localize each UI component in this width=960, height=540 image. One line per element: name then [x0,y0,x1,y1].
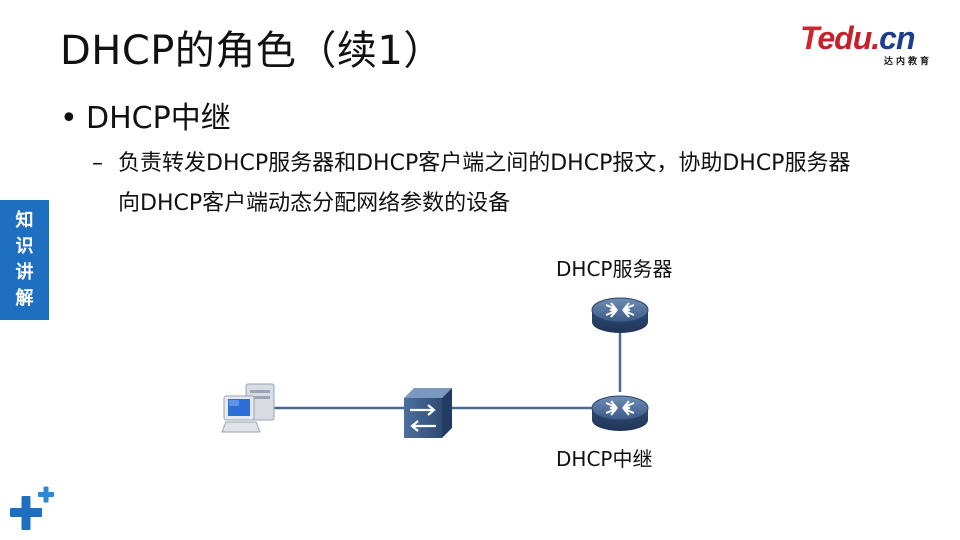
bullet-item: •DHCP中继 [60,93,231,137]
bullet-text: DHCP中继 [86,101,231,136]
slide-title: DHCP的角色（续1） [60,28,444,74]
dhcp-server-label: DHCP服务器 [556,257,673,281]
knowledge-side-tab: 知 识 讲 解 [0,200,49,320]
side-tab-char: 知 [15,210,34,231]
router-icon [591,395,649,431]
side-tab-char: 解 [15,288,34,309]
dhcp-relay-label: DHCP中继 [556,447,653,471]
bullet-dot-icon: • [60,101,78,136]
side-tab-char: 讲 [15,262,34,283]
pc-icon [221,383,275,433]
side-tab-char: 识 [15,236,34,257]
logo-wordmark: Tedu.cn [800,20,915,56]
sub-bullet-item: – 负责转发DHCP服务器和DHCP客户端之间的DHCP报文，协助DHCP服务器… [92,144,872,224]
router-icon [591,297,649,333]
tedu-logo: Tedu.cn 达内教育 [800,20,940,70]
sub-bullet-text: 负责转发DHCP服务器和DHCP客户端之间的DHCP报文，协助DHCP服务器向D… [118,151,851,216]
sub-bullet-dash: – [92,151,103,176]
logo-subtitle: 达内教育 [883,57,932,67]
plus-decoration-icon [10,486,54,530]
switch-icon [404,388,452,438]
